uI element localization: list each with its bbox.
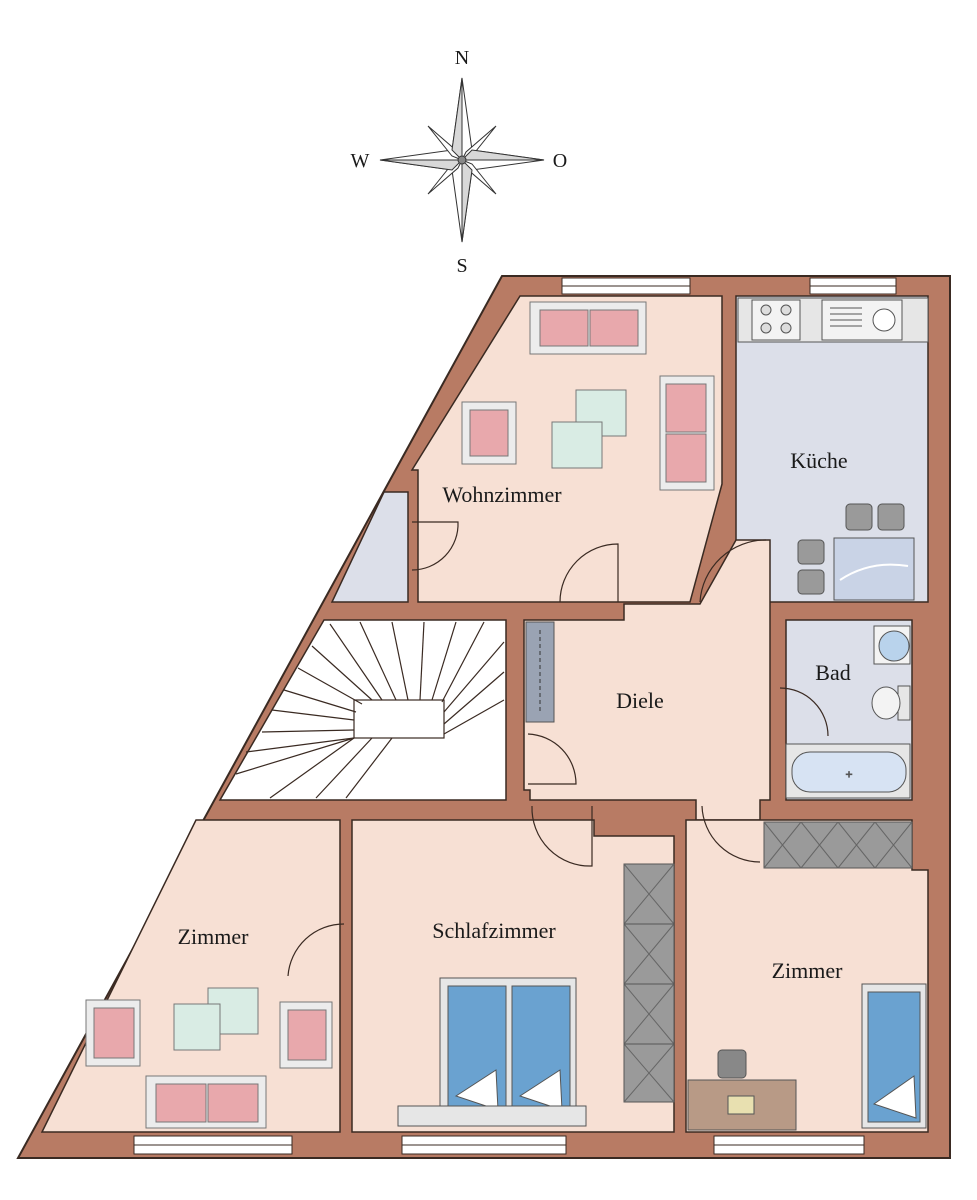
armchair-icon: [461, 401, 517, 465]
sink-icon: [821, 299, 903, 341]
room-label-kueche: Küche: [790, 448, 847, 473]
toilet-icon: [871, 685, 911, 721]
wohnzimmer-furniture: [461, 301, 715, 491]
schlafzimmer-furniture: [397, 863, 675, 1127]
compass-rose: N S W O: [351, 47, 568, 277]
chair-icon: [717, 1049, 747, 1079]
diele-furniture: [525, 621, 555, 723]
room-label-schlafzimmer: Schlafzimmer: [432, 918, 556, 943]
door-swing: [527, 733, 577, 785]
doors: [287, 521, 829, 977]
bad-furniture: +: [785, 625, 911, 799]
room-label-wohnzimmer: Wohnzimmer: [442, 482, 562, 507]
door-swing: [411, 521, 459, 571]
wardrobe-icon: [623, 863, 675, 1103]
schlafzimmer-floor: [351, 819, 675, 1133]
compass-star-icon: [379, 77, 545, 243]
compass-east: O: [553, 150, 567, 172]
room-label-bad: Bad: [815, 660, 850, 685]
room-label-diele: Diele: [616, 688, 664, 713]
dining-table-icon: [833, 537, 915, 601]
compass-north: N: [455, 47, 469, 69]
staircase: [235, 621, 505, 799]
armchair-icon: [279, 1001, 333, 1069]
chair-icon: [845, 503, 873, 531]
door-swing: [287, 923, 345, 977]
kueche-furniture: [737, 297, 929, 601]
bench-icon: [397, 1105, 587, 1127]
windows: [133, 277, 897, 1155]
sofa-icon: [659, 375, 715, 491]
coffee-table-icon: [173, 1003, 221, 1051]
compass-south: S: [456, 255, 467, 277]
desk-lamp-icon: [727, 1095, 755, 1115]
stove-icon: [751, 299, 801, 341]
sofa-icon: [529, 301, 647, 355]
wardrobe-icon: [763, 821, 913, 869]
coffee-table-icon: [551, 421, 603, 469]
door-swing: [699, 539, 767, 603]
zimmer-right-furniture: [687, 821, 927, 1131]
compass-west: W: [351, 150, 370, 172]
svg-text:+: +: [846, 767, 853, 781]
chair-icon: [877, 503, 905, 531]
washbasin-icon: [873, 625, 911, 665]
double-bed-icon: [439, 977, 577, 1121]
sofa-icon: [145, 1075, 267, 1129]
room-label-zimmer-right: Zimmer: [772, 958, 844, 983]
bathtub-icon: +: [785, 743, 911, 799]
door-swing: [559, 543, 619, 603]
chair-icon: [797, 539, 825, 565]
armchair-icon: [85, 999, 141, 1067]
closet-floor: [330, 491, 409, 603]
diele-floor: [523, 539, 771, 821]
single-bed-icon: [861, 983, 927, 1129]
door-swing: [531, 805, 593, 867]
door-swing: [701, 805, 761, 863]
room-label-zimmer-left: Zimmer: [178, 924, 250, 949]
chair-icon: [797, 569, 825, 595]
door-swing: [779, 687, 829, 737]
zimmer-left-furniture: [85, 987, 333, 1129]
